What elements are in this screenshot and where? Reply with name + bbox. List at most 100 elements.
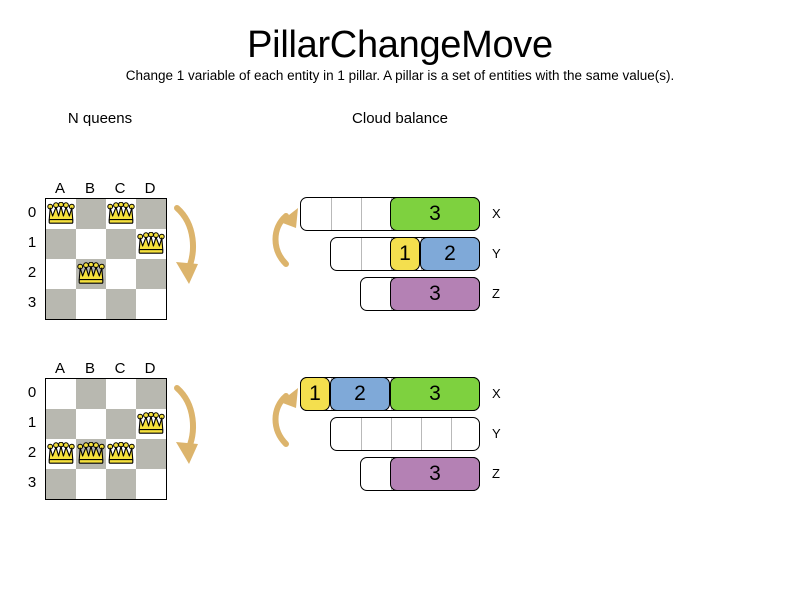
board-row-labels: 0 1 2 3 (20, 378, 44, 498)
process-block[interactable]: 2 (420, 237, 480, 271)
board-cell[interactable] (46, 259, 76, 289)
board-cell[interactable] (46, 469, 76, 499)
board-cell[interactable] (136, 229, 166, 259)
board-column-label: A (54, 360, 65, 377)
queen-crown-icon (107, 442, 135, 464)
board-cell[interactable] (76, 199, 106, 229)
process-block[interactable]: 3 (390, 457, 480, 491)
curved-arrow-up-icon (272, 208, 298, 267)
board-cell[interactable] (106, 439, 136, 469)
process-block[interactable]: 1 (390, 237, 420, 271)
board-cell[interactable] (76, 409, 106, 439)
computer-label: X (492, 206, 501, 221)
board-column-label: A (54, 180, 65, 197)
capacity-cell-divider (361, 198, 362, 230)
computer-capacity-track[interactable] (330, 417, 480, 451)
board-cell[interactable] (46, 439, 76, 469)
board-cell[interactable] (76, 259, 106, 289)
board-cell[interactable] (136, 199, 166, 229)
board-cell[interactable] (136, 259, 166, 289)
board-row-label: 1 (27, 414, 37, 431)
computer-label: Y (492, 426, 501, 441)
board-row-label: 0 (27, 384, 37, 401)
queen-crown-icon (77, 442, 105, 464)
board-column-label: C (114, 360, 126, 377)
capacity-cell-divider (361, 238, 362, 270)
board-column-label: D (144, 360, 156, 377)
board-cell[interactable] (46, 229, 76, 259)
board-cell[interactable] (106, 409, 136, 439)
curved-arrow-down-icon (174, 205, 198, 284)
board-column-labels: A B C D (45, 180, 165, 198)
board-row-label: 0 (27, 204, 37, 221)
board-cell[interactable] (106, 379, 136, 409)
nqueens-board-before: A B C D 0 1 2 3 (20, 180, 250, 330)
process-block[interactable]: 3 (390, 377, 480, 411)
queen-crown-icon (77, 262, 105, 284)
computer-label: X (492, 386, 501, 401)
process-block[interactable]: 1 (300, 377, 330, 411)
board-row-labels: 0 1 2 3 (20, 198, 44, 318)
board-column-label: C (114, 180, 126, 197)
nqueens-board-after: A B C D 0 1 2 3 (20, 360, 250, 510)
board-cell[interactable] (76, 229, 106, 259)
board-column-label: B (84, 360, 95, 377)
queen-crown-icon (47, 202, 75, 224)
board-cell[interactable] (106, 199, 136, 229)
capacity-cell-divider (421, 418, 422, 450)
board-cell[interactable] (76, 289, 106, 319)
capacity-cell-divider (361, 418, 362, 450)
process-block[interactable]: 3 (390, 277, 480, 311)
board-cell[interactable] (76, 379, 106, 409)
board-row-label: 3 (27, 294, 37, 311)
board-cell[interactable] (136, 289, 166, 319)
page-title: PillarChangeMove (247, 24, 553, 66)
board-cell[interactable] (106, 289, 136, 319)
board-column-labels: A B C D (45, 360, 165, 378)
process-block[interactable]: 2 (330, 377, 390, 411)
section-heading-cloud: Cloud balance (352, 110, 448, 127)
board-column-label: D (144, 180, 156, 197)
board-cell[interactable] (136, 439, 166, 469)
board-cell[interactable] (136, 409, 166, 439)
board-cell[interactable] (76, 469, 106, 499)
board-row-label: 3 (27, 474, 37, 491)
board-cell[interactable] (46, 379, 76, 409)
board-cell[interactable] (106, 259, 136, 289)
capacity-cell-divider (391, 418, 392, 450)
process-block[interactable]: 3 (390, 197, 480, 231)
board-row-label: 2 (27, 444, 37, 461)
page-subtitle: Change 1 variable of each entity in 1 pi… (125, 68, 675, 83)
capacity-cell-divider (451, 418, 452, 450)
board-cell[interactable] (76, 439, 106, 469)
chessboard (45, 198, 167, 320)
board-row-label: 2 (27, 264, 37, 281)
board-cell[interactable] (106, 229, 136, 259)
computer-label: Z (492, 286, 500, 301)
board-cell[interactable] (106, 469, 136, 499)
board-cell[interactable] (46, 409, 76, 439)
board-cell[interactable] (46, 289, 76, 319)
board-row-label: 1 (27, 234, 37, 251)
board-cell[interactable] (136, 469, 166, 499)
section-heading-nqueens: N queens (67, 110, 133, 127)
queen-crown-icon (137, 412, 165, 434)
board-cell[interactable] (46, 199, 76, 229)
curved-arrow-down-icon (174, 385, 198, 464)
board-cell[interactable] (136, 379, 166, 409)
board-column-label: B (84, 180, 95, 197)
computer-label: Y (492, 246, 501, 261)
capacity-cell-divider (331, 198, 332, 230)
queen-crown-icon (137, 232, 165, 254)
computer-label: Z (492, 466, 500, 481)
queen-crown-icon (47, 442, 75, 464)
cloud-computer-row: Y (0, 417, 560, 451)
queen-crown-icon (107, 202, 135, 224)
chessboard (45, 378, 167, 500)
curved-arrow-up-icon (272, 388, 298, 447)
